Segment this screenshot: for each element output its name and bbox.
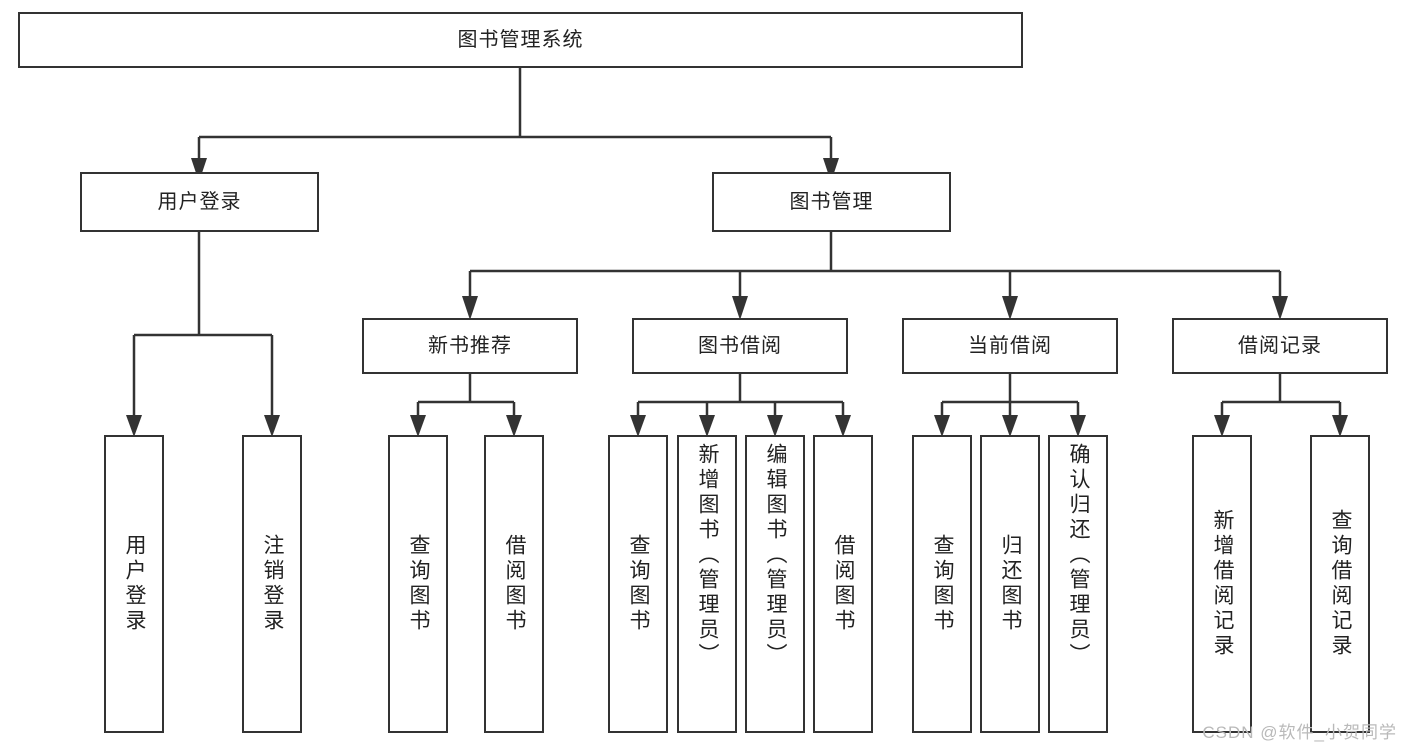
node-current-borrow-label: 当前借阅	[968, 334, 1052, 357]
leaf-label: 新增图书（管理员）	[696, 443, 720, 668]
leaf-label: 借阅图书	[503, 534, 527, 634]
node-new-book-recommend[interactable]: 新书推荐	[362, 318, 578, 374]
leaf-label: 归还图书	[999, 534, 1023, 634]
node-book-borrow[interactable]: 图书借阅	[632, 318, 848, 374]
csdn-watermark: CSDN @软件_小贺同学	[1202, 723, 1397, 742]
leaf-record-add-record[interactable]: 新增借阅记录	[1192, 435, 1252, 733]
leaf-user-login-logout[interactable]: 注销登录	[242, 435, 302, 733]
leaf-label: 查询图书	[407, 534, 431, 634]
node-book-management[interactable]: 图书管理	[712, 172, 951, 232]
node-user-login[interactable]: 用户登录	[80, 172, 319, 232]
node-user-login-label: 用户登录	[157, 190, 242, 213]
leaf-label: 新增借阅记录	[1211, 509, 1235, 659]
leaf-current-confirm-return-admin[interactable]: 确认归还（管理员）	[1048, 435, 1108, 733]
node-borrow-record[interactable]: 借阅记录	[1172, 318, 1388, 374]
leaf-borrow-add-book-admin[interactable]: 新增图书（管理员）	[677, 435, 737, 733]
leaf-label: 查询图书	[627, 534, 651, 634]
leaf-label: 查询图书	[931, 534, 955, 634]
leaf-current-return-book[interactable]: 归还图书	[980, 435, 1040, 733]
node-borrow-record-label: 借阅记录	[1238, 334, 1322, 357]
leaf-recommend-borrow-book[interactable]: 借阅图书	[484, 435, 544, 733]
node-current-borrow[interactable]: 当前借阅	[902, 318, 1118, 374]
node-root-label: 图书管理系统	[457, 28, 584, 51]
leaf-current-query-book[interactable]: 查询图书	[912, 435, 972, 733]
leaf-record-query-record[interactable]: 查询借阅记录	[1310, 435, 1370, 733]
leaf-label: 用户登录	[123, 534, 147, 634]
leaf-label: 借阅图书	[832, 534, 856, 634]
leaf-label: 确认归还（管理员）	[1067, 443, 1091, 668]
node-book-management-label: 图书管理	[789, 190, 874, 213]
leaf-label: 注销登录	[261, 534, 285, 634]
node-new-book-recommend-label: 新书推荐	[428, 334, 512, 357]
leaf-label: 编辑图书（管理员）	[764, 443, 788, 668]
leaf-borrow-query-book[interactable]: 查询图书	[608, 435, 668, 733]
leaf-borrow-edit-book-admin[interactable]: 编辑图书（管理员）	[745, 435, 805, 733]
leaf-label: 查询借阅记录	[1329, 509, 1353, 659]
node-book-borrow-label: 图书借阅	[698, 334, 782, 357]
node-root[interactable]: 图书管理系统	[18, 12, 1023, 68]
leaf-user-login-login[interactable]: 用户登录	[104, 435, 164, 733]
leaf-borrow-borrow-book[interactable]: 借阅图书	[813, 435, 873, 733]
leaf-recommend-query-book[interactable]: 查询图书	[388, 435, 448, 733]
